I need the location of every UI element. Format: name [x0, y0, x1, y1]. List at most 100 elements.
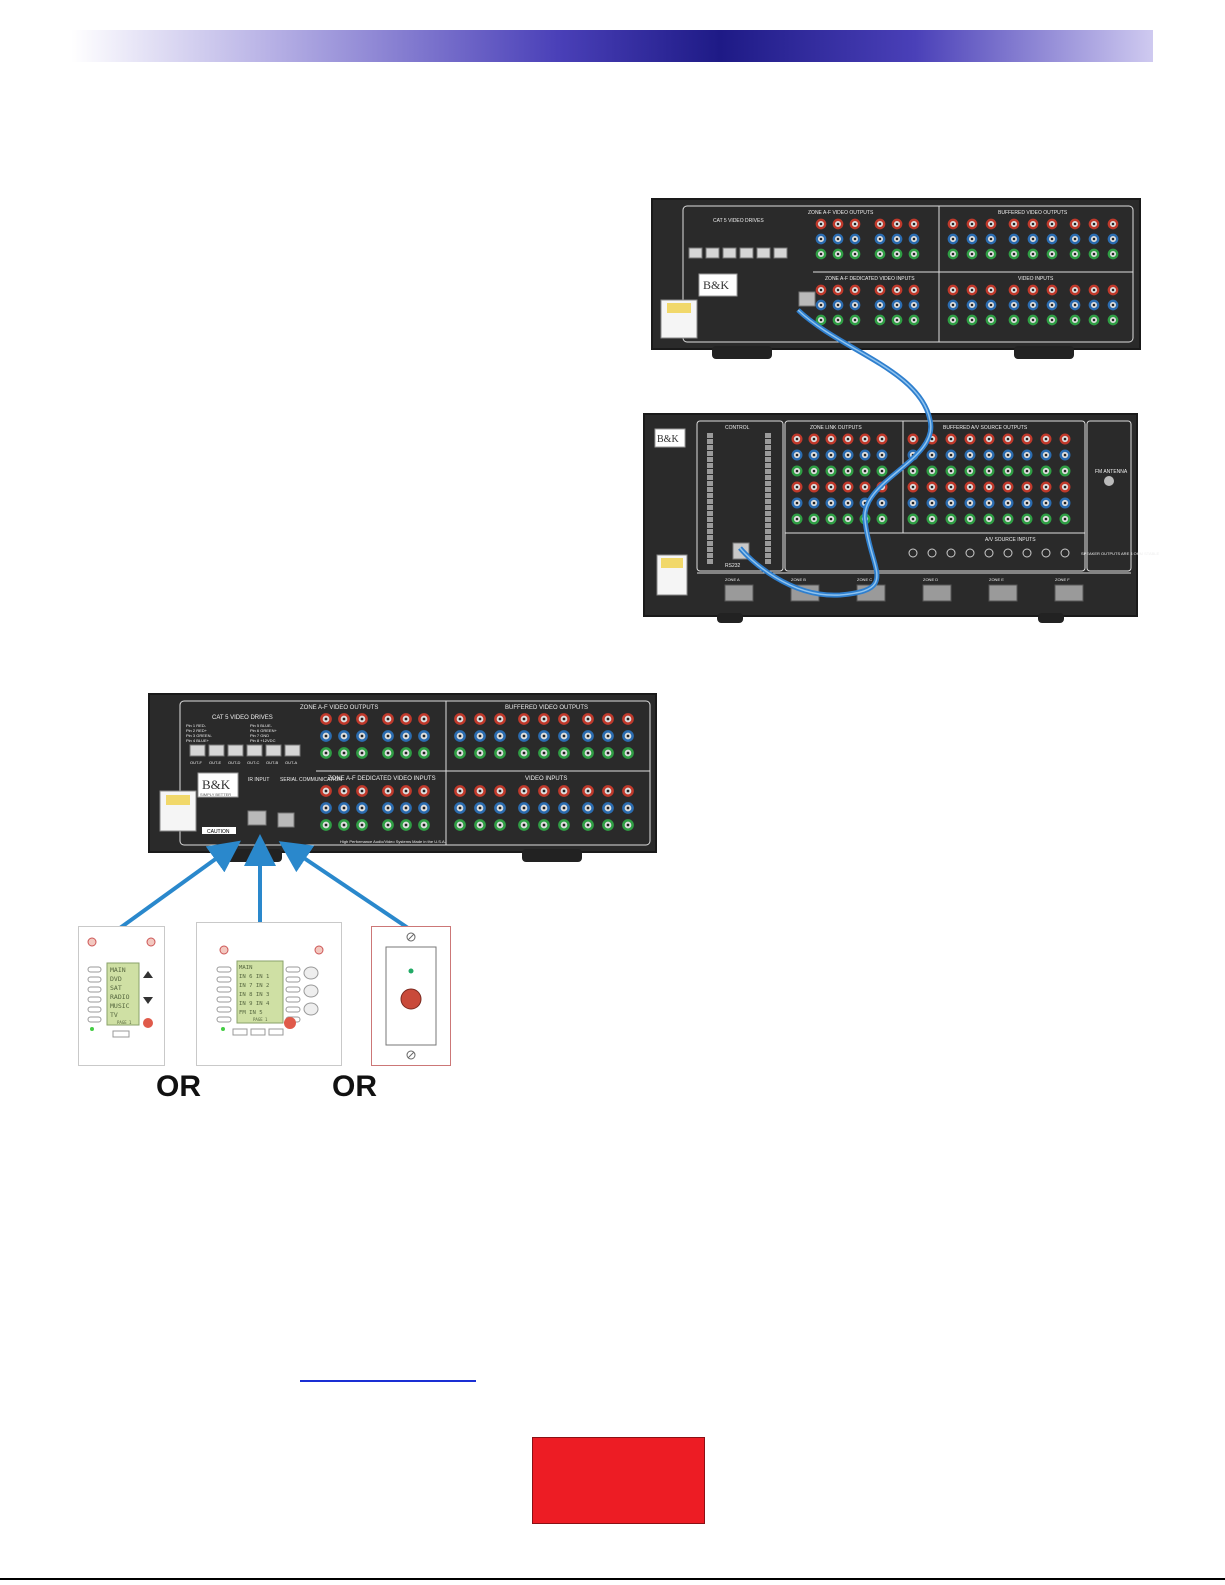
terminal-screw [707, 457, 713, 462]
rca-jack-center [1050, 252, 1054, 256]
nav-button[interactable] [303, 966, 319, 980]
side-button[interactable] [285, 1006, 301, 1013]
rca-jack-center [853, 303, 857, 307]
input-jack [1041, 548, 1051, 558]
rca-jack-center [895, 303, 899, 307]
terminal-screw [707, 463, 713, 468]
rca-jack-center [1031, 288, 1035, 292]
buffered-video-outputs-label: BUFFERED VIDEO OUTPUTS [998, 210, 1068, 216]
rca-jack-center [970, 222, 974, 226]
rca-jack-center [360, 789, 364, 793]
rca-jack-center [1111, 222, 1115, 226]
side-button[interactable] [216, 996, 232, 1003]
page-button[interactable] [268, 1028, 284, 1036]
rca-jack-center [812, 501, 816, 505]
side-button[interactable] [216, 1006, 232, 1013]
cat5-port [722, 247, 737, 259]
rca-jack-center [880, 437, 884, 441]
side-button[interactable] [87, 1006, 102, 1013]
rca-jack-center [878, 303, 882, 307]
brand-logo: B&K [703, 278, 729, 292]
rca-jack-center [458, 717, 462, 721]
side-button[interactable] [87, 976, 102, 983]
rs232-link-cable [738, 308, 934, 598]
rca-jack-center [1111, 252, 1115, 256]
rca-jack-center [895, 288, 899, 292]
cat5-port-label: OUT-B [266, 760, 279, 765]
or-label: OR [156, 1070, 201, 1103]
side-button[interactable] [216, 1016, 232, 1023]
rca-jack-center [542, 734, 546, 738]
rca-jack-center [829, 485, 833, 489]
rca-jack-center [522, 717, 526, 721]
rca-jack-center [404, 806, 408, 810]
rca-jack-center [542, 717, 546, 721]
control-terminal-strips [707, 433, 771, 564]
side-button[interactable] [285, 986, 301, 993]
zone-video-outputs-label: ZONE A-F VIDEO OUTPUTS [808, 210, 874, 216]
rca-jack-center [987, 453, 991, 457]
rca-jack-center [1031, 222, 1035, 226]
rca-jack-center [970, 288, 974, 292]
zone-label: ZONE A [725, 577, 740, 582]
cat5-port-label: OUT-A [285, 760, 298, 765]
rca-jack-center [863, 485, 867, 489]
terminal-screw [707, 445, 713, 450]
rca-jack-center [626, 751, 630, 755]
rca-jack-center [880, 517, 884, 521]
rca-jack-center [987, 501, 991, 505]
rca-jack-center [1012, 252, 1016, 256]
red-action-button[interactable] [532, 1437, 705, 1524]
rca-jack-center [386, 751, 390, 755]
nav-button[interactable] [303, 1002, 319, 1016]
rca-jack-grid-receiver [791, 433, 1071, 558]
side-button[interactable] [285, 976, 301, 983]
rca-jack-center [478, 734, 482, 738]
rca-jack-center [342, 806, 346, 810]
rca-jack-center [951, 222, 955, 226]
side-button[interactable] [285, 996, 301, 1003]
rca-jack-center [1092, 222, 1096, 226]
rca-jack-center [324, 789, 328, 793]
brand-tagline: SIMPLY BETTER [200, 792, 231, 797]
speaker-terminal [922, 584, 952, 602]
rca-jack-center [912, 303, 916, 307]
status-led [90, 1027, 94, 1031]
blue-cable [738, 308, 934, 598]
rca-jack-center [895, 237, 899, 241]
side-button[interactable] [87, 1016, 102, 1023]
power-icon [87, 937, 97, 947]
side-button[interactable] [216, 976, 232, 983]
wall-switch[interactable] [371, 926, 451, 1066]
made-in-label: High Performance Audio/Video Systems Mad… [340, 839, 446, 844]
side-button[interactable] [216, 966, 232, 973]
terminal-screw [765, 481, 771, 486]
ir-input-port [247, 810, 267, 826]
side-button[interactable] [87, 996, 102, 1003]
push-button[interactable] [400, 988, 422, 1010]
brand-plate [654, 428, 686, 448]
hyperlink-underline[interactable] [300, 1380, 476, 1382]
side-button[interactable] [216, 986, 232, 993]
rca-jack-center [853, 252, 857, 256]
terminal-screw [707, 511, 713, 516]
page-button[interactable] [232, 1028, 248, 1036]
rca-jack-center [1073, 303, 1077, 307]
input-jack [1022, 548, 1032, 558]
side-button[interactable] [285, 966, 301, 973]
side-button[interactable] [87, 986, 102, 993]
rca-jack-center [360, 734, 364, 738]
rca-jack-center [1006, 501, 1010, 505]
video-inputs-label: VIDEO INPUTS [1018, 276, 1054, 282]
pin-label: Pin 3 GREEN- [186, 733, 212, 738]
rca-jack-center [606, 751, 610, 755]
rca-jack-center [911, 485, 915, 489]
connection-arrows [118, 834, 410, 930]
down-arrow-icon [143, 997, 153, 1004]
nav-button[interactable] [303, 984, 319, 998]
side-button[interactable] [87, 966, 102, 973]
page-button[interactable] [250, 1028, 266, 1036]
